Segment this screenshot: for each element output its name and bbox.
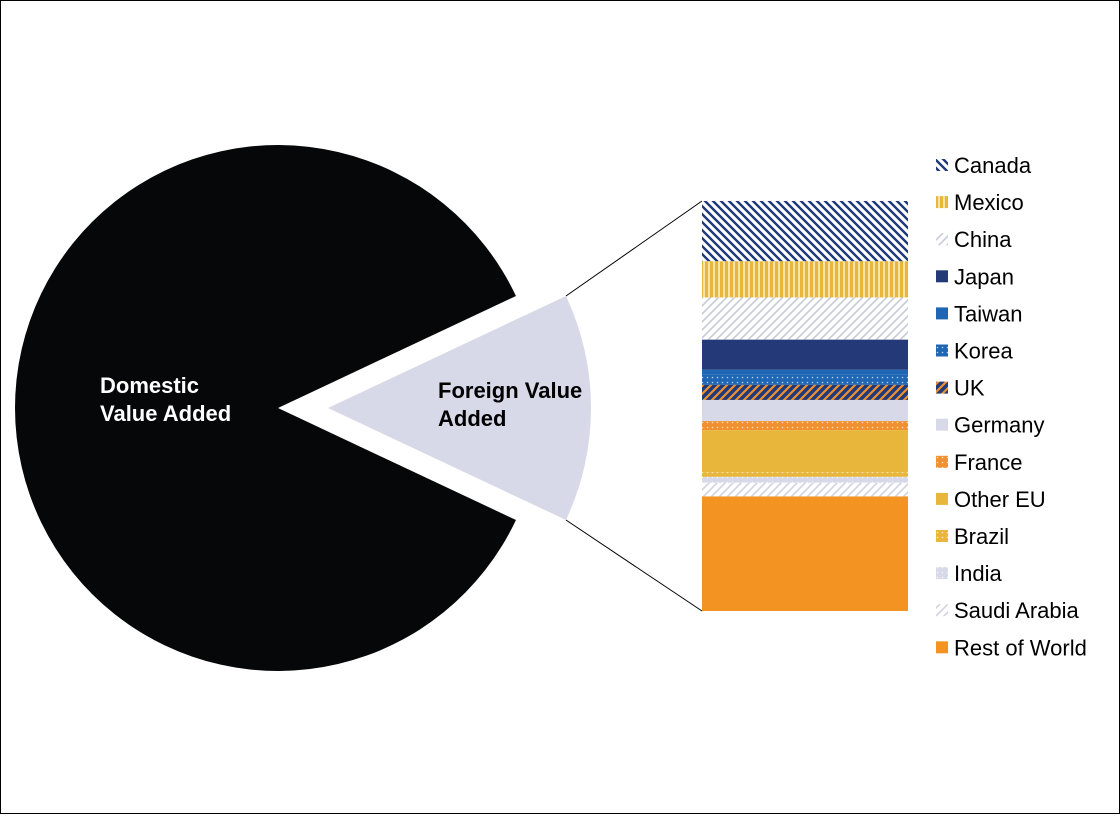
legend-item-other-eu: Other EU <box>936 487 1046 512</box>
bar-segment-france <box>702 421 908 431</box>
legend-item-canada: Canada <box>936 153 1032 178</box>
bar-segment-china <box>702 297 908 340</box>
legend-label-japan: Japan <box>954 264 1014 289</box>
legend-swatch-saudi-arabia <box>936 604 948 617</box>
bar-segment-canada <box>702 201 908 262</box>
pie-slice-domestic-value-added <box>15 145 516 671</box>
connector-line-top <box>565 200 703 297</box>
legend-label-mexico: Mexico <box>954 190 1024 215</box>
legend-swatch-brazil <box>936 530 948 542</box>
legend-item-germany: Germany <box>936 413 1044 438</box>
legend-item-brazil: Brazil <box>936 524 1009 549</box>
legend-swatch-canada <box>936 159 948 171</box>
bar-segment-japan <box>702 339 908 370</box>
legend-label-saudi-arabia: Saudi Arabia <box>954 598 1080 623</box>
stacked-bar <box>702 201 908 611</box>
legend-swatch-korea <box>936 344 948 357</box>
legend-label-france: France <box>954 450 1022 475</box>
legend-swatch-france <box>936 455 948 468</box>
legend-label-china: China <box>954 227 1012 252</box>
legend-label-uk: UK <box>954 376 985 401</box>
bar-segment-rest-of-world <box>702 496 908 611</box>
legend-swatch-india <box>936 567 948 580</box>
legend-swatch-other-eu <box>936 492 948 505</box>
legend-swatch-taiwan <box>936 307 948 320</box>
bar-segment-germany <box>702 399 908 422</box>
legend-label-brazil: Brazil <box>954 524 1009 549</box>
legend-swatch-japan <box>936 270 948 283</box>
pie-slice-foreign-value-added <box>328 296 591 520</box>
bar-segment-korea <box>702 374 908 385</box>
legend-swatch-china <box>936 233 948 246</box>
legend-label-other-eu: Other EU <box>954 487 1046 512</box>
legend-label-rest-of-world: Rest of World <box>954 635 1087 660</box>
legend-label-korea: Korea <box>954 339 1013 364</box>
legend-label-canada: Canada <box>954 153 1032 178</box>
legend-item-korea: Korea <box>936 339 1013 364</box>
connector-lines <box>565 200 703 612</box>
legend-item-saudi-arabia: Saudi Arabia <box>936 598 1080 623</box>
bar-segment-other-eu <box>702 430 908 473</box>
bar-segment-india <box>702 476 908 483</box>
bar-segment-brazil <box>702 472 908 477</box>
legend-item-japan: Japan <box>936 264 1014 289</box>
legend-item-france: France <box>936 450 1022 475</box>
legend-swatch-rest-of-world <box>936 641 948 654</box>
connector-line-bottom <box>565 519 703 612</box>
legend-item-china: China <box>936 227 1012 252</box>
bar-segment-saudi-arabia <box>702 482 908 497</box>
legend-swatch-germany <box>936 418 948 431</box>
legend-swatch-uk <box>936 381 948 394</box>
legend-label-germany: Germany <box>954 413 1044 438</box>
bar-segment-uk <box>702 384 908 400</box>
legend-item-india: India <box>936 561 1002 586</box>
legend-label-taiwan: Taiwan <box>954 301 1022 326</box>
legend-label-india: India <box>954 561 1002 586</box>
legend-item-mexico: Mexico <box>936 190 1024 215</box>
legend-item-uk: UK <box>936 376 985 401</box>
legend-swatch-mexico <box>936 196 948 209</box>
bar-segment-mexico <box>702 261 908 298</box>
legend-item-taiwan: Taiwan <box>936 301 1022 326</box>
bar-segment-taiwan <box>702 369 908 375</box>
legend-item-rest-of-world: Rest of World <box>936 635 1087 660</box>
